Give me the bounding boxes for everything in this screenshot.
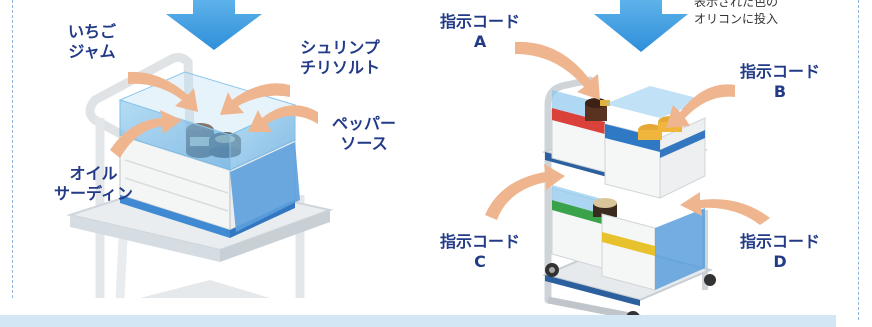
- label-oil-sardine: オイル サーディン: [54, 164, 133, 204]
- right-cart: [485, 0, 770, 325]
- code-text: 指示コード: [440, 12, 521, 31]
- label-line: サーディン: [54, 184, 133, 203]
- label-ichigo-jam: いちご ジャム: [68, 22, 116, 62]
- label-line: ペッパー: [332, 114, 397, 133]
- label-line: ジャム: [68, 42, 116, 61]
- label-line: シュリンプ: [300, 38, 380, 57]
- code-label-d: 指示コード D: [740, 232, 820, 272]
- left-dashed-border: [12, 0, 13, 298]
- bottom-band: [0, 315, 836, 327]
- label-line: ソース: [340, 134, 388, 153]
- label-line: チリソルト: [300, 58, 381, 77]
- code-text: 指示コード: [740, 62, 821, 81]
- label-pepper-sauce: ペッパー ソース: [332, 114, 396, 154]
- code-text: 指示コード: [740, 232, 821, 251]
- right-dashed-border: [858, 0, 859, 320]
- code-label-a: 指示コード A: [440, 12, 520, 52]
- code-label-b: 指示コード B: [740, 62, 820, 102]
- code-label-c: 指示コード C: [440, 232, 520, 272]
- label-line: いちご: [68, 22, 117, 41]
- code-letter: D: [773, 252, 787, 271]
- label-shrimp-chili: シュリンプ チリソルト: [300, 38, 380, 78]
- code-letter: B: [773, 82, 787, 101]
- left-cart: [66, 0, 334, 299]
- code-letter: C: [474, 252, 486, 271]
- instruction-note: 表示された色の オリコンに投入: [694, 0, 778, 28]
- code-letter: A: [473, 32, 487, 51]
- label-line: オイル: [69, 164, 118, 183]
- code-text: 指示コード: [440, 232, 521, 251]
- note-line: オリコンに投入: [694, 12, 779, 26]
- note-line: 表示された色の: [694, 0, 779, 9]
